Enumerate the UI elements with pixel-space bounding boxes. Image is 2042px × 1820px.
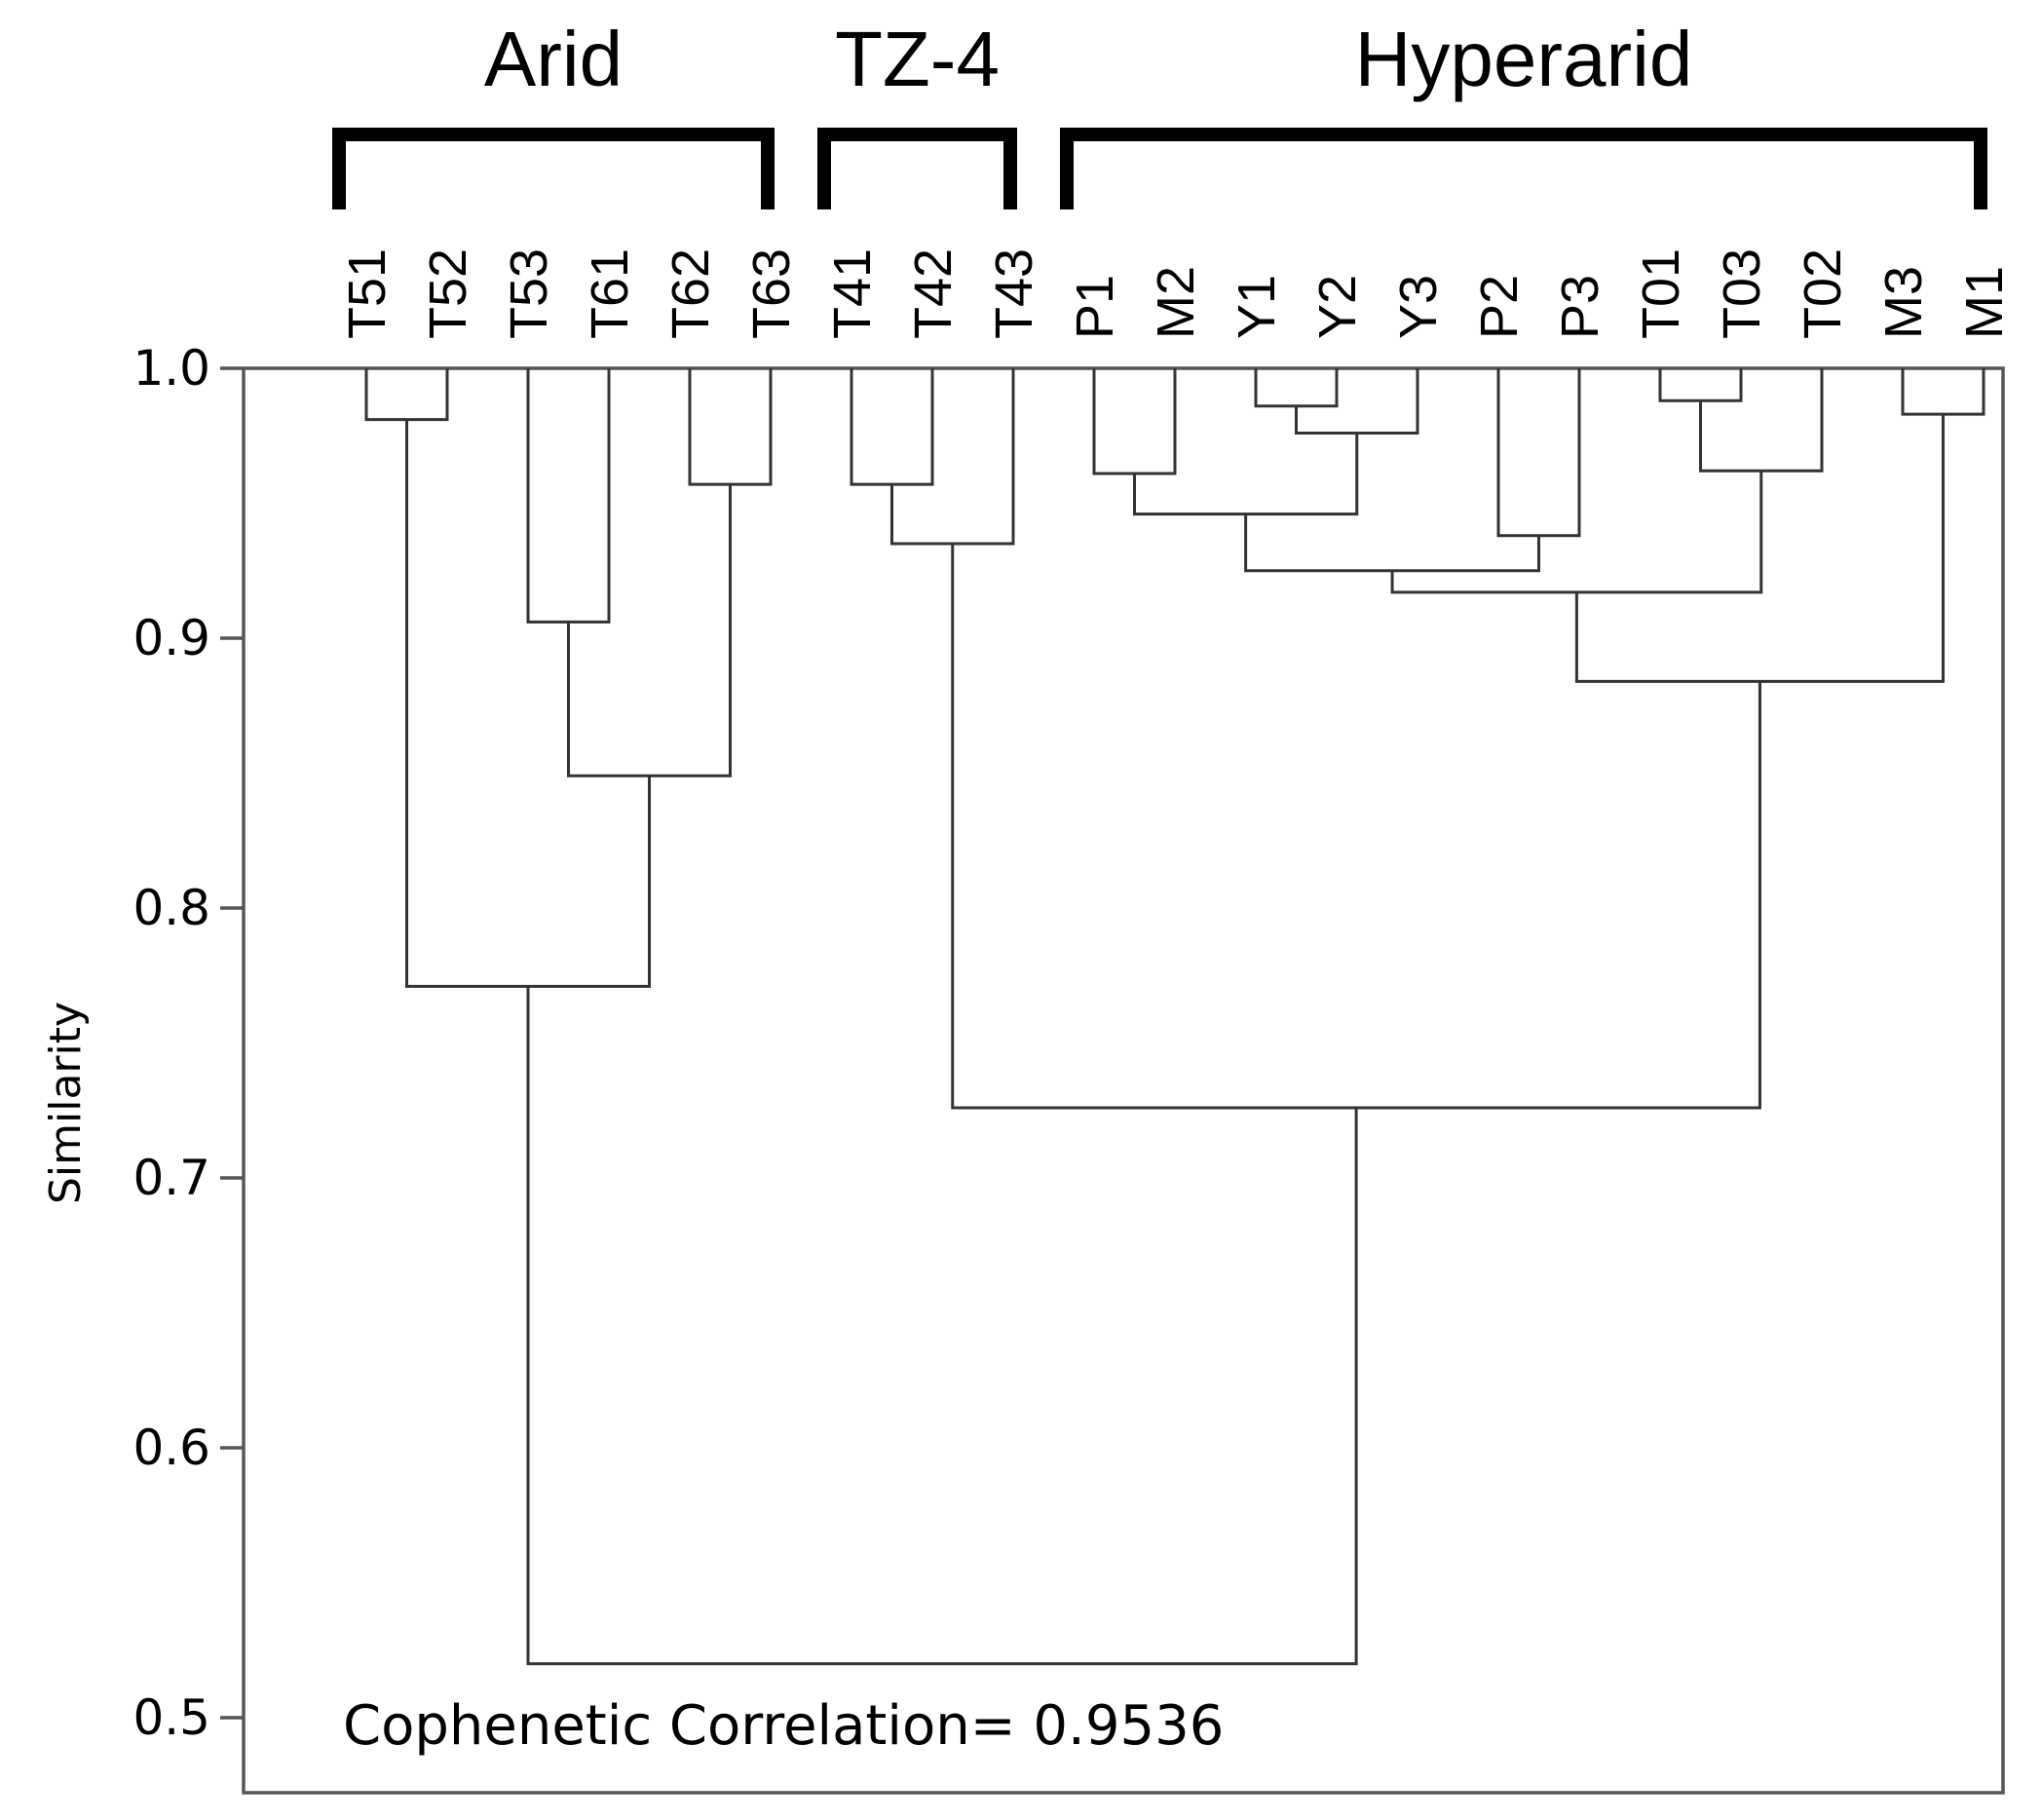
link-n7 (890, 368, 1015, 546)
leaf-labels: T51 T52 T53 T61 T62 T63 T41 T42 T43 P1 M2 Y1 Y2 Y3 P2 P… (338, 248, 2014, 339)
leaf-label-y3: Y3 (1389, 275, 1448, 339)
group-label-tz-4: TZ-4 (835, 16, 1000, 102)
y-tick-label-0-7: 0.7 (132, 1150, 210, 1206)
plot-frame (242, 366, 2005, 1795)
link-n12 (1496, 368, 1581, 538)
link-n17 (1901, 368, 1985, 416)
leaf-label-t63: T63 (742, 248, 801, 339)
link-n20 (526, 986, 1358, 1666)
leaf-label-m1: M1 (1955, 266, 2014, 339)
y-tick-label-0-5: 0.5 (132, 1689, 210, 1746)
leaf-label-m2: M2 (1147, 266, 1205, 339)
y-tick-label-0-8: 0.8 (132, 880, 210, 936)
leaf-label-p1: P1 (1066, 275, 1124, 339)
leaf-label-t53: T53 (500, 248, 558, 339)
dendrogram-links (364, 368, 1985, 1666)
link-n2 (526, 368, 611, 624)
bracket-hyperarid (1060, 128, 1987, 209)
leaf-label-p2: P2 (1470, 275, 1529, 339)
leaf-label-y1: Y1 (1228, 275, 1286, 339)
leaf-label-t43: T43 (985, 248, 1043, 339)
leaf-label-t61: T61 (581, 248, 639, 339)
cophenetic-annotation: Cophenetic Correlation= 0.9536 (343, 1694, 1224, 1758)
leaf-label-y2: Y2 (1308, 275, 1367, 339)
leaf-label-t62: T62 (662, 248, 720, 339)
leaf-label-t51: T51 (338, 248, 397, 339)
group-label-arid: Arid (484, 16, 623, 102)
link-n16 (1390, 471, 1763, 594)
bracket-arid (332, 128, 775, 209)
link-n10 (1295, 368, 1419, 435)
link-n1 (364, 368, 449, 422)
leaf-label-t41: T41 (823, 248, 882, 339)
link-n6 (850, 368, 934, 486)
leaf-label-t03: T03 (1713, 248, 1771, 339)
y-axis: 0.5 0.6 0.7 0.8 0.9 1.0 (132, 340, 244, 1746)
leaf-label-t01: T01 (1632, 248, 1690, 339)
group-brackets: Arid TZ-4 Hyperarid (332, 16, 1987, 209)
leaf-label-t42: T42 (904, 248, 963, 339)
group-label-hyperarid: Hyperarid (1355, 16, 1693, 102)
y-axis-title: Similarity (41, 1002, 91, 1204)
leaf-label-t52: T52 (419, 248, 477, 339)
leaf-label-m3: M3 (1874, 266, 1933, 339)
y-tick-label-1-0: 1.0 (132, 340, 210, 397)
y-tick-label-0-6: 0.6 (132, 1420, 210, 1476)
link-n14 (1658, 368, 1743, 402)
link-n15 (1699, 368, 1824, 473)
link-n19 (951, 544, 1761, 1110)
leaf-label-p3: P3 (1551, 275, 1609, 339)
link-n9 (1254, 368, 1339, 408)
y-tick-label-0-9: 0.9 (132, 610, 210, 666)
link-n4 (567, 484, 732, 777)
link-n3 (688, 368, 773, 486)
bracket-tz-4 (817, 128, 1017, 209)
link-n13 (1244, 513, 1540, 573)
link-n8 (1092, 368, 1177, 475)
leaf-label-t02: T02 (1794, 248, 1852, 339)
